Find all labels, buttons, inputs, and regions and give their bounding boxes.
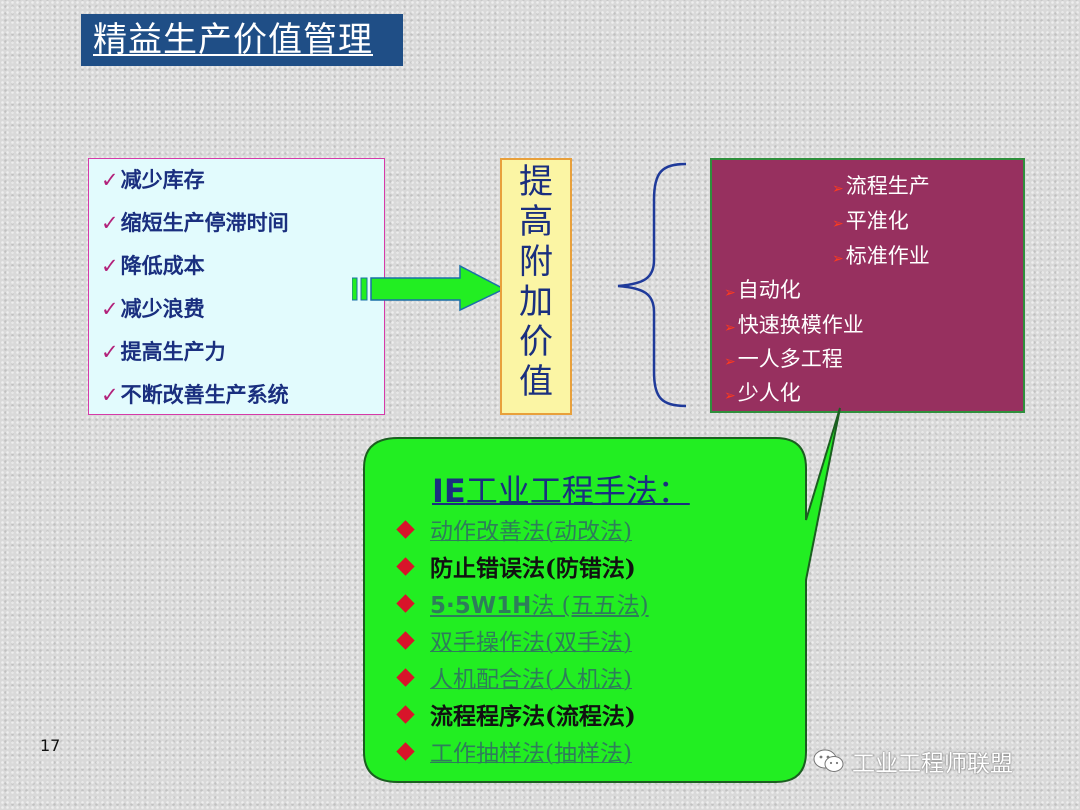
benefit-item: ✓提高生产力: [101, 337, 384, 380]
benefit-item: ✓减少浪费: [101, 294, 384, 337]
method-label: 自动化: [737, 278, 801, 302]
methods-box: ➢流程生产 ➢平准化 ➢标准作业 ➢自动化 ➢快速换模作业 ➢一人多工程 ➢少人…: [710, 158, 1025, 413]
benefit-item: ✓不断改善生产系统: [101, 380, 384, 423]
ie-heading-prefix: IE: [432, 472, 466, 510]
check-icon: ✓: [101, 297, 119, 321]
check-icon: ✓: [101, 168, 119, 192]
benefit-label: 减少浪费: [120, 297, 205, 321]
benefit-label: 减少库存: [120, 168, 205, 192]
method-item: ➢一人多工程: [724, 343, 843, 373]
value-box: 提 高 附 加 价 值: [500, 158, 572, 415]
method-label: 少人化: [737, 381, 801, 405]
benefit-item: ✓缩短生产停滞时间: [101, 208, 384, 251]
method-item: ➢平准化: [832, 205, 909, 235]
benefits-box: ✓减少库存 ✓缩短生产停滞时间 ✓降低成本 ✓减少浪费 ✓提高生产力 ✓不断改善…: [88, 158, 385, 415]
arrow-bullet-icon: ➢: [832, 251, 844, 267]
diamond-bullet-icon: [396, 593, 415, 613]
ie-method-label: 防止错误法(防错法): [430, 555, 636, 582]
check-icon: ✓: [101, 211, 119, 235]
method-label: 标准作业: [845, 244, 930, 268]
value-char: 附: [519, 242, 553, 282]
value-char: 价: [519, 322, 553, 362]
value-char: 值: [519, 362, 553, 402]
method-label: 一人多工程: [737, 347, 843, 371]
benefit-label: 降低成本: [120, 254, 205, 278]
ie-method-label: 动作改善法(动改法): [430, 519, 632, 545]
check-icon: ✓: [101, 254, 119, 278]
method-item: ➢少人化: [724, 377, 801, 407]
ie-method-label: 双手操作法(双手法): [430, 630, 632, 656]
diamond-bullet-icon: [396, 630, 415, 650]
slide-title-text: 精益生产价值管理: [93, 20, 373, 60]
watermark: 工业工程师联盟: [812, 744, 1013, 778]
brace-icon: [617, 162, 687, 408]
value-char: 加: [519, 282, 553, 322]
arrow-bullet-icon: ➢: [832, 216, 844, 232]
diamond-bullet-icon: [396, 704, 415, 724]
ie-heading-rest: 工业工程手法：: [465, 472, 690, 510]
ie-method-link[interactable]: 工作抽样法(抽样法): [393, 734, 632, 768]
ie-method-label: 流程程序法(流程法): [430, 703, 636, 730]
page-number: 17: [40, 736, 61, 755]
wechat-icon: [813, 749, 844, 772]
watermark-text: 工业工程师联盟: [852, 751, 1013, 777]
ie-method-label: 工作抽样法(抽样法): [430, 741, 632, 767]
check-icon: ✓: [101, 383, 119, 407]
ie-method-label: 5·5W1H法 (五五法): [430, 586, 649, 620]
method-label: 快速换模作业: [737, 313, 864, 337]
ie-heading: IE工业工程手法：: [432, 466, 690, 512]
arrow-bullet-icon: ➢: [724, 285, 736, 301]
arrow-bullet-icon: ➢: [724, 388, 736, 404]
ie-method-link[interactable]: 双手操作法(双手法): [393, 623, 632, 657]
method-item: ➢流程生产: [832, 170, 930, 200]
benefit-item: ✓减少库存: [101, 165, 384, 208]
ie-method-rest: 法 (五五法): [531, 593, 649, 619]
arrow-bullet-icon: ➢: [724, 320, 736, 336]
diamond-bullet-icon: [396, 741, 415, 761]
value-char: 高: [519, 202, 553, 242]
method-item: ➢标准作业: [832, 240, 930, 270]
arrow-bullet-icon: ➢: [832, 181, 844, 197]
ie-method-item: 防止错误法(防错法): [393, 549, 636, 583]
diamond-bullet-icon: [396, 556, 415, 576]
ie-method-link[interactable]: 5·5W1H法 (五五法): [393, 586, 649, 620]
method-label: 平准化: [845, 209, 909, 233]
benefit-label: 提高生产力: [120, 340, 226, 364]
right-arrow-icon: [352, 264, 506, 312]
diamond-bullet-icon: [396, 519, 415, 539]
arrow-bullet-icon: ➢: [724, 354, 736, 370]
benefit-label: 不断改善生产系统: [120, 383, 289, 407]
benefit-label: 缩短生产停滞时间: [120, 211, 289, 235]
slide-title: 精益生产价值管理: [81, 14, 403, 66]
method-item: ➢快速换模作业: [724, 309, 864, 339]
method-item: ➢自动化: [724, 274, 801, 304]
ie-method-link[interactable]: 动作改善法(动改法): [393, 512, 632, 546]
ie-method-label: 人机配合法(人机法): [430, 667, 632, 693]
value-char: 提: [519, 162, 553, 202]
ie-method-item: 流程程序法(流程法): [393, 697, 636, 731]
method-label: 流程生产: [845, 174, 930, 198]
ie-method-link[interactable]: 人机配合法(人机法): [393, 660, 632, 694]
benefit-item: ✓降低成本: [101, 251, 384, 294]
diamond-bullet-icon: [396, 667, 415, 687]
ie-method-prefix: 5·5W1H: [430, 593, 532, 619]
check-icon: ✓: [101, 340, 119, 364]
